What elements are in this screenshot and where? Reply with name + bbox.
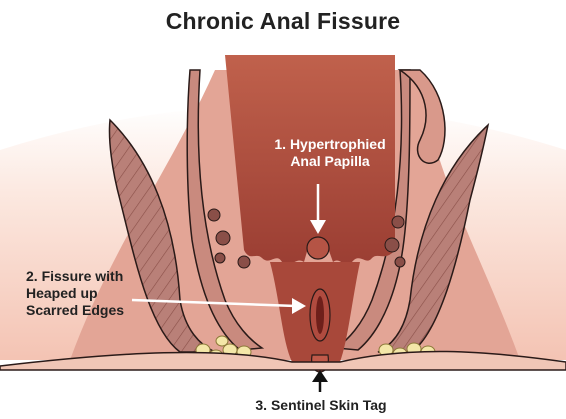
label-fissure-line3: Scarred Edges bbox=[26, 302, 166, 319]
label-fissure-line2: Heaped up bbox=[26, 285, 166, 302]
label-skin-tag-text: 3. Sentinel Skin Tag bbox=[206, 397, 436, 414]
fissure-defect bbox=[316, 296, 324, 334]
label-hypertrophied-papilla: 1. Hypertrophied Anal Papilla bbox=[250, 136, 410, 170]
hypertrophied-papilla bbox=[307, 237, 329, 259]
label-fissure-line1: 2. Fissure with bbox=[26, 268, 166, 285]
label-papilla-line2: Anal Papilla bbox=[250, 153, 410, 170]
label-papilla-line1: 1. Hypertrophied bbox=[250, 136, 410, 153]
skin-tag-arrow bbox=[312, 370, 328, 392]
label-fissure: 2. Fissure with Heaped up Scarred Edges bbox=[26, 268, 166, 319]
label-sentinel-skin-tag: 3. Sentinel Skin Tag bbox=[206, 397, 436, 414]
